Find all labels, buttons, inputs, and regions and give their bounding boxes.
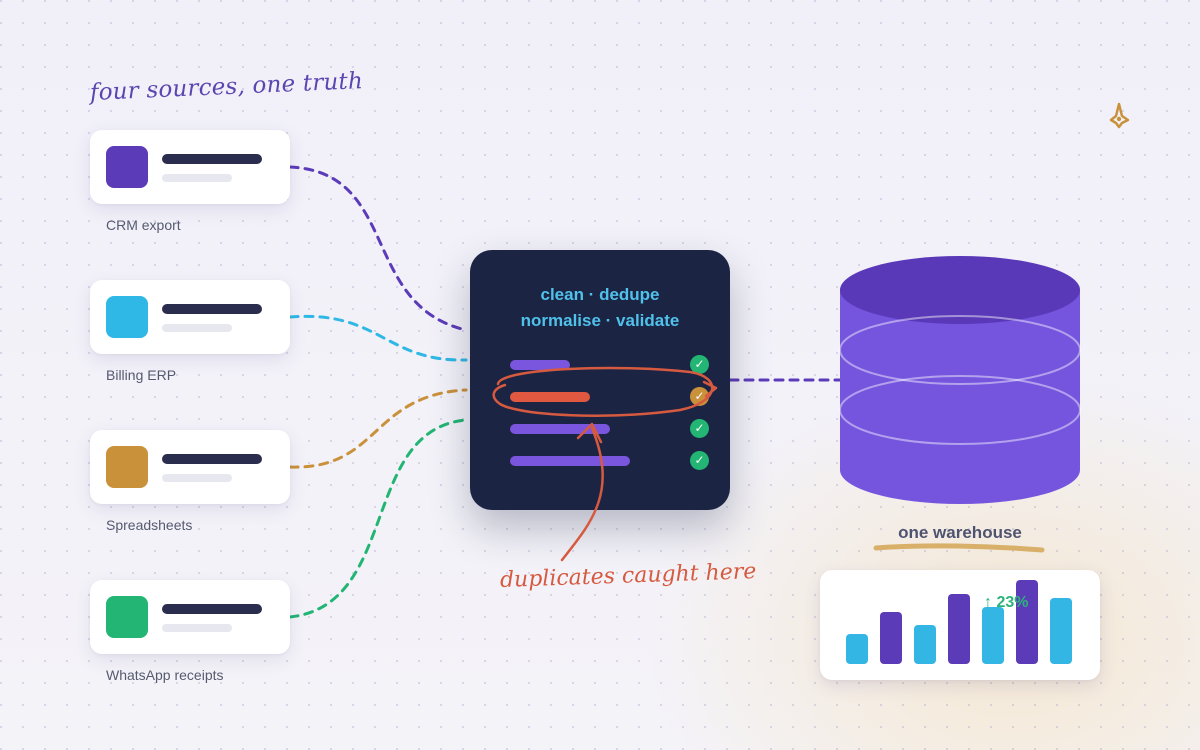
record-row — [510, 360, 570, 370]
connector-whatsapp — [288, 418, 468, 619]
warehouse-label: one warehouse — [898, 523, 1022, 542]
chart-bar — [914, 625, 936, 664]
placeholder-title-bar — [162, 304, 262, 314]
placeholder-title-bar — [162, 154, 262, 164]
chart-bar — [948, 594, 970, 664]
source-label-crm: CRM export — [106, 217, 181, 233]
source-label-spreadsheets: Spreadsheets — [106, 517, 193, 533]
placeholder-subtitle-bar — [162, 174, 232, 182]
record-row — [510, 424, 610, 434]
chart-bar — [982, 607, 1004, 664]
source-label-billing: Billing ERP — [106, 367, 177, 383]
placeholder-title-bar — [162, 604, 262, 614]
record-row — [510, 456, 630, 466]
source-tile — [106, 596, 148, 638]
chart-bar — [1050, 598, 1072, 664]
source-card-billing — [90, 280, 290, 354]
source-tile — [106, 296, 148, 338]
source-card-whatsapp — [90, 580, 290, 654]
connector-crm — [288, 165, 468, 332]
placeholder-title-bar — [162, 454, 262, 464]
growth-chart-card: ↑ 23% — [820, 570, 1100, 680]
check-icon: ✓ — [690, 355, 709, 374]
source-tile — [106, 446, 148, 488]
source-tile — [106, 146, 148, 188]
placeholder-subtitle-bar — [162, 624, 232, 632]
processing-steps-line-1: clean · dedupe — [540, 285, 660, 304]
record-row-duplicate — [510, 392, 590, 402]
processing-steps-line-2: normalise · validate — [520, 311, 680, 330]
source-card-crm — [90, 130, 290, 204]
source-label-whatsapp: WhatsApp receipts — [106, 667, 224, 683]
placeholder-subtitle-bar — [162, 324, 232, 332]
connector-spreadsheets — [288, 388, 468, 469]
placeholder-subtitle-bar — [162, 474, 232, 482]
source-card-spreadsheets — [90, 430, 290, 504]
chart-bar — [846, 634, 868, 664]
check-icon: ✓ — [690, 387, 709, 406]
connector-billing — [288, 314, 468, 362]
growth-label: ↑ 23% — [984, 594, 1029, 611]
processing-box: clean · dedupe normalise · validate ✓ ✓ … — [470, 250, 730, 510]
chart-bar — [880, 612, 902, 664]
check-icon: ✓ — [690, 419, 709, 438]
check-icon: ✓ — [690, 451, 709, 470]
sparkle-doodle-icon — [1109, 102, 1130, 129]
chart-bar — [1016, 580, 1038, 664]
